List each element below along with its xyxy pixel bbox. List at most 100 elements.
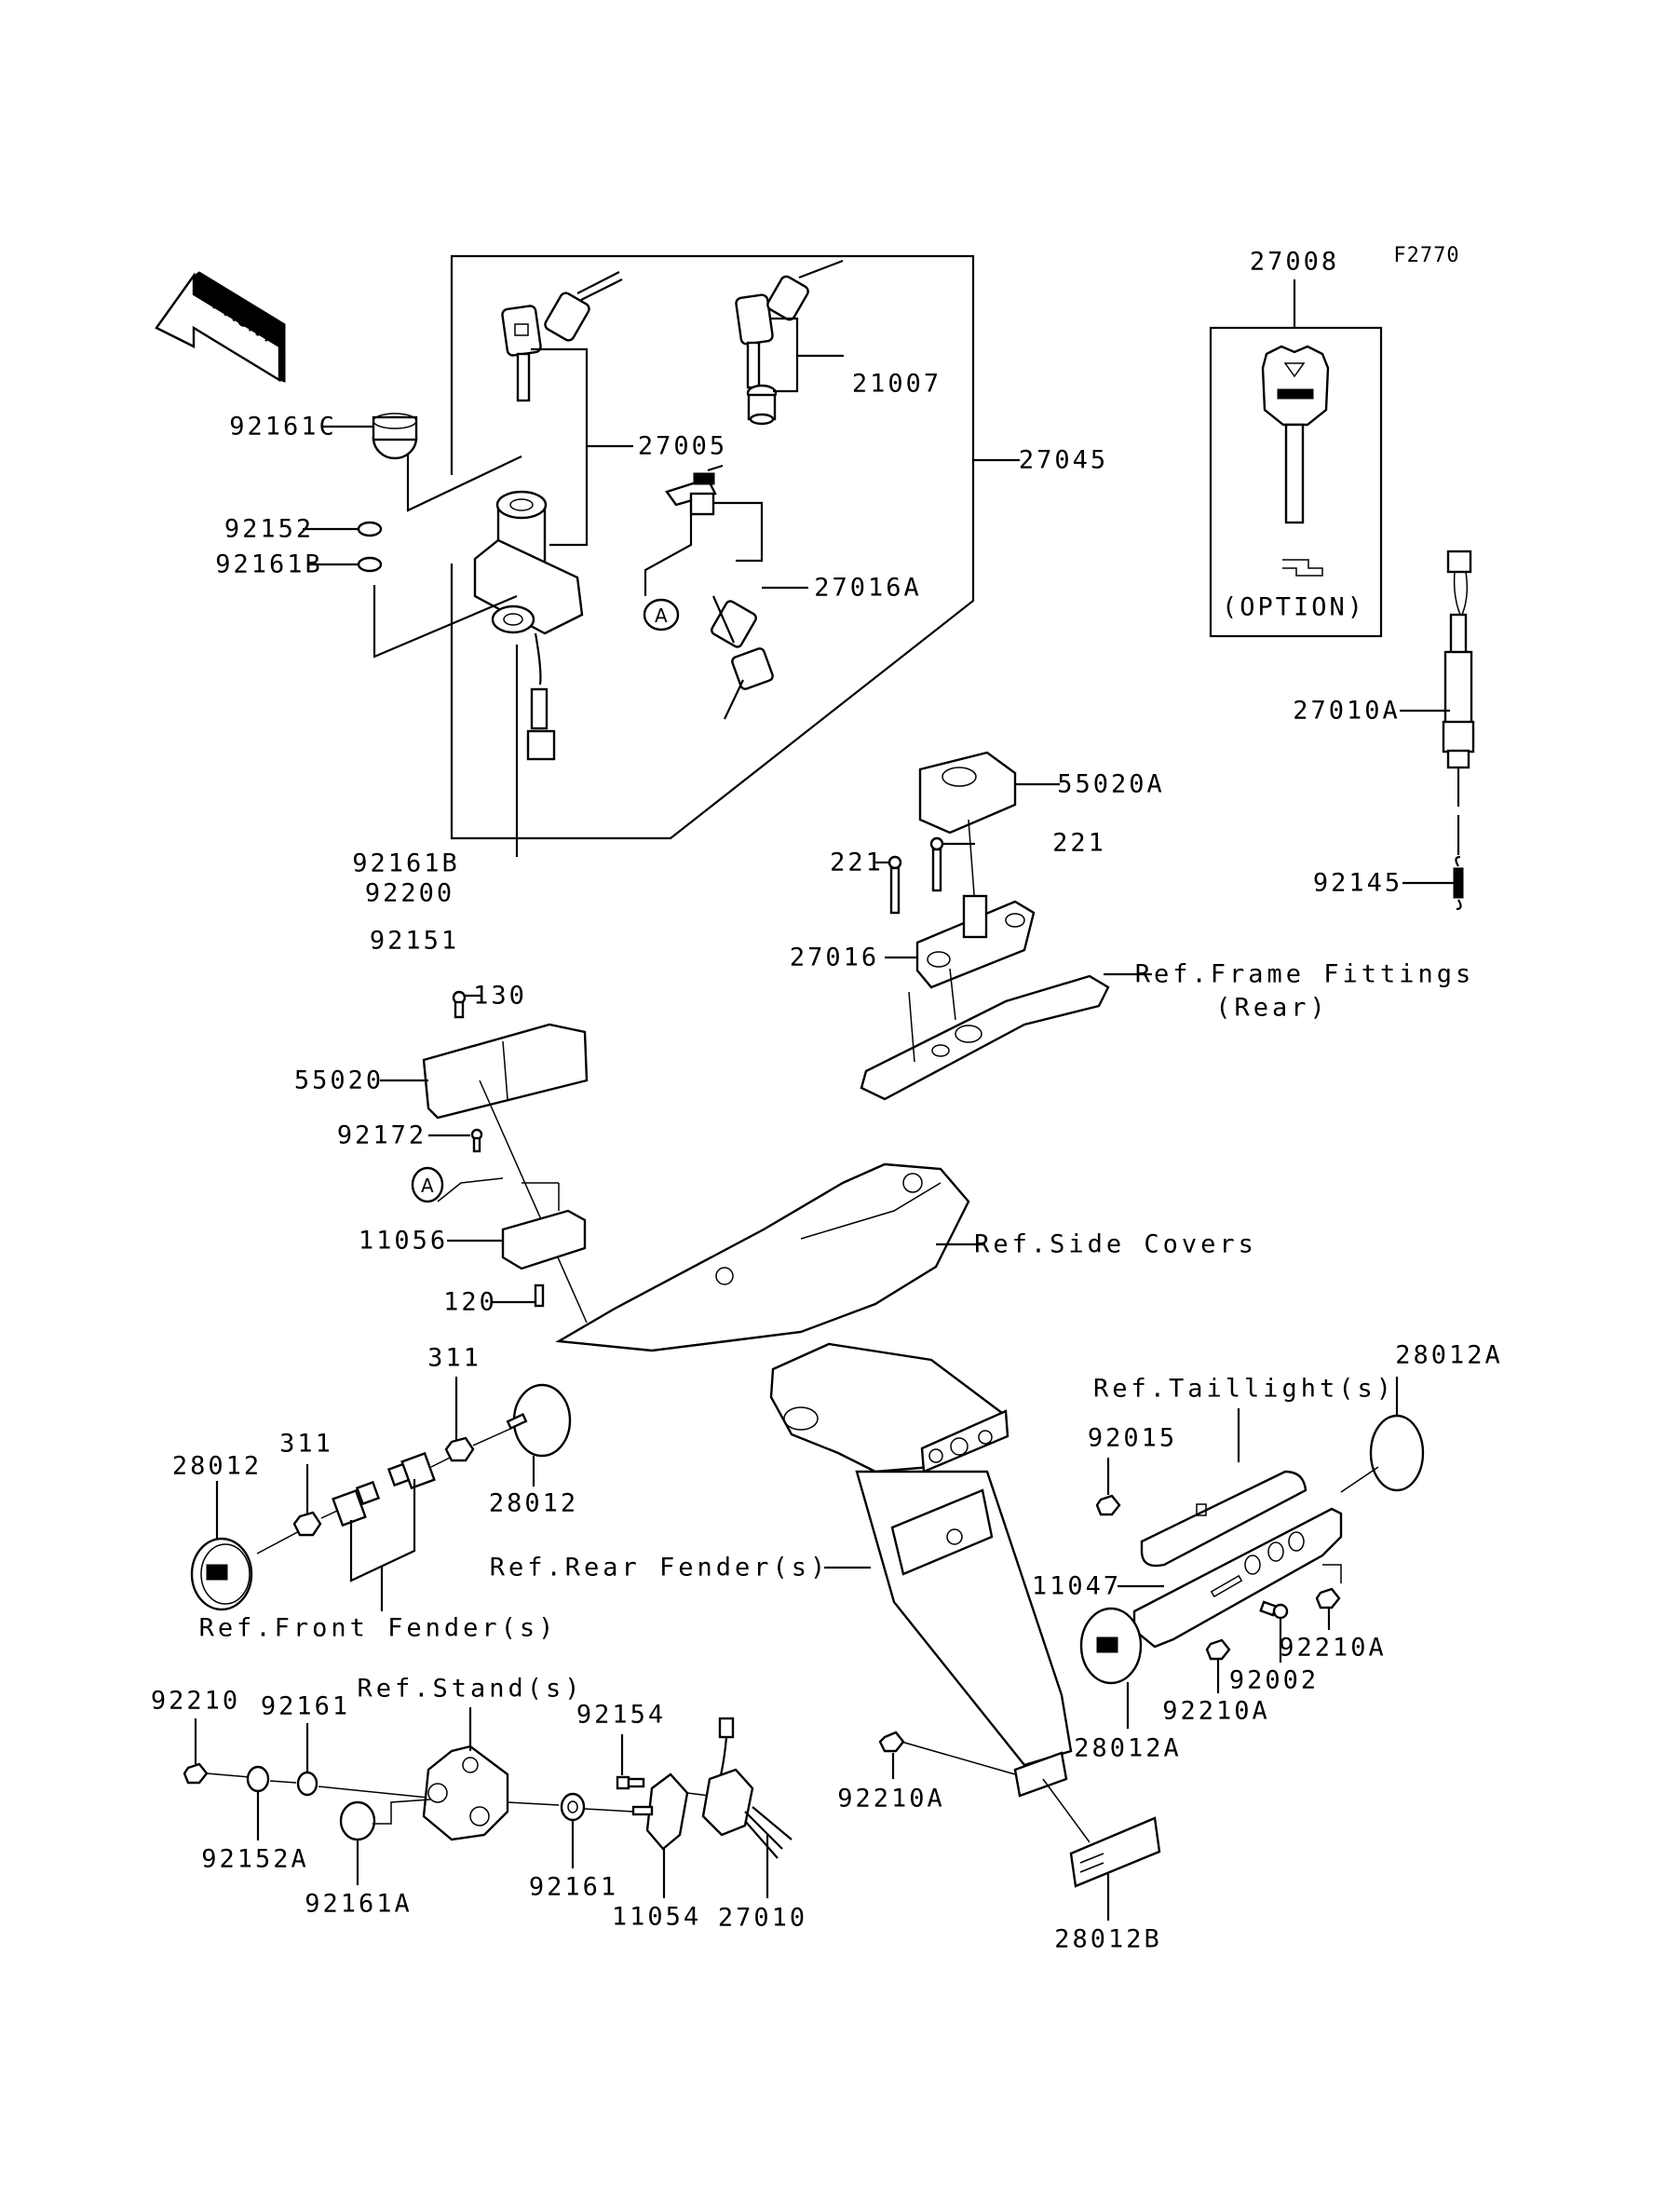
- bolt-92002-icon: [1259, 1600, 1289, 1620]
- washer-92161-top-icon: [296, 1771, 318, 1797]
- kit-27045-outline: [450, 254, 975, 840]
- part-label-92210: 92210: [150, 1686, 241, 1716]
- part-label-92161A: 92161A: [305, 1889, 413, 1919]
- part-label-92151: 92151: [369, 926, 460, 956]
- part-label-27008: 27008: [1249, 247, 1340, 277]
- nut-92210-icon: [183, 1762, 209, 1785]
- part-label-21007: 21007: [851, 369, 942, 399]
- reflector-28012-left-icon: [190, 1537, 253, 1611]
- part-label-221-right: 221: [1052, 828, 1106, 858]
- lock-cylinder-keys-21007-icon: [735, 259, 844, 426]
- part-label-27010A: 27010A: [1293, 696, 1401, 726]
- part-label-11047: 11047: [1031, 1571, 1122, 1601]
- part-label-28012-right: 28012: [488, 1488, 579, 1518]
- license-bracket-11047-icon: [1132, 1507, 1343, 1649]
- cover-55020-icon: [422, 1023, 589, 1120]
- stand-bracket-icon: [422, 1745, 509, 1841]
- bolt-130-icon: [452, 990, 467, 1019]
- part-label-92152A: 92152A: [201, 1844, 309, 1874]
- frame-fitting-bracket-icon: [860, 968, 1110, 1101]
- part-label-92152: 92152: [224, 514, 315, 544]
- part-label-92161-top: 92161: [260, 1691, 351, 1721]
- reflector-28012A-top-icon: [1369, 1414, 1425, 1492]
- svg-text:A: A: [655, 604, 668, 627]
- nut-92210A-mid-icon: [1205, 1638, 1231, 1661]
- nut-311-left-icon: [292, 1511, 322, 1537]
- washer-92161B-icon: [357, 556, 383, 573]
- spacer-right-icon: [386, 1451, 436, 1490]
- washer-92152-icon: [357, 521, 383, 537]
- rear-fender-icon: [769, 1342, 1073, 1798]
- part-label-221-left: 221: [830, 848, 884, 877]
- part-label-28012-left: 28012: [171, 1451, 263, 1481]
- spring-92145-icon: [1453, 855, 1464, 911]
- nut-92210A-right-icon: [1315, 1587, 1341, 1609]
- cover-55020A-icon: [918, 751, 1017, 835]
- part-label-311-upper: 311: [427, 1343, 481, 1373]
- part-label-92161B-lower: 92161B: [352, 849, 460, 878]
- option-note: (OPTION): [1221, 592, 1366, 622]
- part-label-28012A-top: 28012A: [1395, 1340, 1503, 1370]
- part-label-311-left: 311: [279, 1429, 333, 1459]
- sleeve-92161C-icon: [372, 413, 418, 460]
- washer-92152A-icon: [246, 1765, 270, 1793]
- seat-lock-27016-icon: [915, 894, 1036, 989]
- ref-taillights: Ref.Taillight(s): [1092, 1374, 1396, 1404]
- nut-92210A-lower-icon: [878, 1731, 905, 1753]
- part-label-28012A-bottom: 28012A: [1074, 1733, 1182, 1763]
- taillight-bracket-icon: [1140, 1470, 1307, 1568]
- part-label-92172: 92172: [336, 1120, 427, 1150]
- part-label-92210A-mid: 92210A: [1162, 1696, 1270, 1726]
- part-label-55020: 55020: [293, 1066, 385, 1095]
- part-label-92200: 92200: [364, 878, 455, 908]
- screw-92172-icon: [470, 1128, 483, 1153]
- part-label-11056: 11056: [358, 1226, 449, 1256]
- part-label-27010: 27010: [717, 1903, 808, 1933]
- svg-text:A: A: [421, 1175, 434, 1197]
- sidestand-switch-27010-icon: [701, 1717, 793, 1859]
- ref-frame-fittings: Ref.Frame Fittings: [1134, 959, 1475, 989]
- nut-311-upper-icon: [444, 1436, 475, 1462]
- part-label-92161C: 92161C: [229, 412, 337, 441]
- spacer-left-icon: [332, 1480, 381, 1528]
- ref-rear-fender: Ref.Rear Fender(s): [489, 1553, 830, 1582]
- part-label-92015: 92015: [1087, 1423, 1178, 1453]
- screw-221-right-icon: [929, 836, 944, 892]
- part-label-92002: 92002: [1228, 1665, 1320, 1695]
- bracket-11056-icon: [501, 1182, 587, 1270]
- part-label-92145: 92145: [1312, 868, 1403, 898]
- part-label-27016A: 27016A: [814, 573, 922, 603]
- callout-a-upper: A: [643, 598, 680, 631]
- ignition-keys-icon: [501, 271, 623, 402]
- ref-stands: Ref.Stand(s): [357, 1674, 584, 1704]
- part-label-92161B-upper: 92161B: [215, 550, 323, 579]
- cap-92161A-icon: [339, 1800, 376, 1841]
- screw-221-left-icon: [887, 855, 902, 915]
- bolt-92154-icon: [616, 1775, 645, 1790]
- part-label-11054: 11054: [611, 1902, 702, 1932]
- part-label-27005: 27005: [637, 431, 728, 461]
- part-label-92154: 92154: [576, 1700, 667, 1730]
- part-label-120: 120: [443, 1287, 497, 1317]
- part-label-92210A-lower: 92210A: [837, 1784, 945, 1813]
- ref-side-covers: Ref.Side Covers: [974, 1229, 1257, 1259]
- nut-92015-icon: [1095, 1494, 1121, 1516]
- reflector-28012-right-icon: [506, 1383, 572, 1458]
- part-label-27045: 27045: [1018, 445, 1109, 475]
- reflector-28012A-bottom-icon: [1079, 1607, 1143, 1685]
- reflector-28012B-icon: [1069, 1816, 1161, 1888]
- figure-code: F2770: [1393, 244, 1460, 267]
- ref-front-fender: Ref.Front Fender(s): [198, 1613, 558, 1643]
- side-cover-icon: [555, 1162, 970, 1352]
- ignition-switch-icon: [473, 490, 584, 761]
- part-label-130: 130: [473, 981, 527, 1011]
- option-key-box: [1209, 326, 1383, 638]
- part-label-27016: 27016: [789, 943, 880, 972]
- part-label-92210A-right: 92210A: [1279, 1633, 1387, 1663]
- seat-lock-27016A-icon: [665, 464, 774, 720]
- part-label-28012B: 28012B: [1054, 1924, 1162, 1954]
- screw-120-icon: [534, 1283, 545, 1308]
- option-key-27008-icon: [1261, 345, 1330, 577]
- washer-92161-bottom-icon: [560, 1792, 586, 1822]
